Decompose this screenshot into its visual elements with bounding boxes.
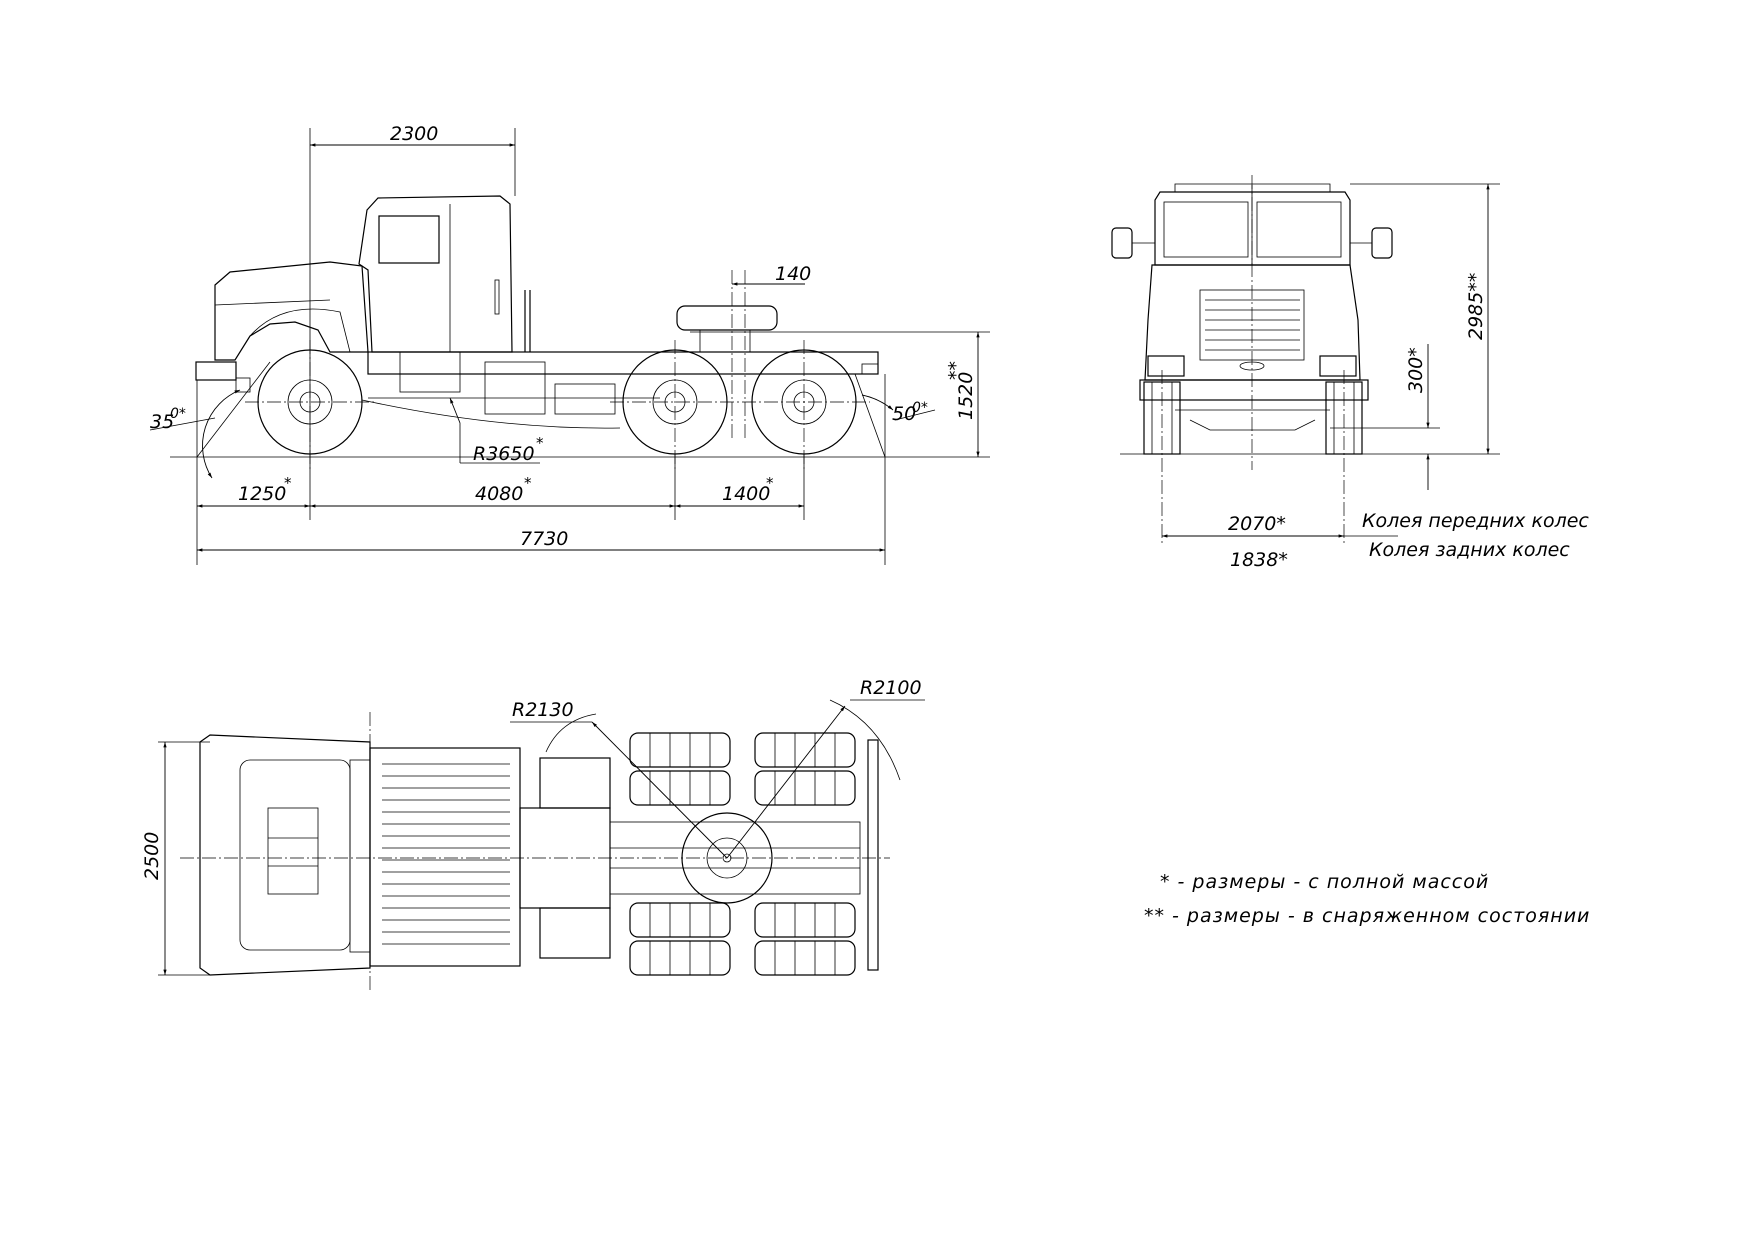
dim-wheelbase: 4080	[475, 483, 523, 505]
note-full-mass: * - размеры - с полной массой	[1160, 871, 1489, 893]
dim-ramp-radius-mark: *	[536, 434, 544, 452]
dim-approach-angle: 35	[150, 411, 174, 433]
front-view: 2985** 300* 2070* 1838* Колея передних к…	[1111, 175, 1589, 571]
tire	[629, 902, 731, 938]
legend: * - размеры - с полной массой ** - разме…	[1144, 871, 1590, 927]
dim-tandem-spacing-mark: *	[766, 474, 774, 492]
tire	[629, 732, 731, 768]
dim-fifth-wheel-height-mark: **	[945, 361, 967, 380]
note-curb: ** - размеры - в снаряженном состоянии	[1144, 905, 1590, 927]
tandem-wheels	[629, 732, 856, 976]
dim-overall-length: 7730	[520, 528, 568, 550]
top-view: 2500 R2130 R2100	[141, 677, 925, 990]
dim-front-overhang: 1250	[238, 483, 286, 505]
dim-fifth-wheel-offset: 140	[775, 263, 811, 285]
dim-overall-height: 2985**	[1465, 273, 1487, 340]
dim-fifth-wheel-height: 1520	[955, 372, 977, 420]
tire	[629, 770, 731, 806]
label-front-track: Колея передних колес	[1362, 510, 1589, 532]
tire	[629, 940, 731, 976]
dim-rear-track: 1838*	[1230, 549, 1288, 571]
dim-tandem-spacing: 1400	[722, 483, 770, 505]
tire	[754, 770, 856, 806]
side-view: 2300 140 1520 ** 35 0* 50 0* R3650 * 125…	[149, 123, 990, 565]
tire	[754, 940, 856, 976]
tire	[754, 732, 856, 768]
roof-ribs	[382, 763, 510, 945]
dim-front-track: 2070*	[1228, 513, 1286, 535]
dim-ground-clearance: 300*	[1405, 347, 1427, 393]
dim-departure-angle: 50	[892, 403, 916, 425]
label-rear-track: Колея задних колес	[1369, 539, 1570, 561]
tire	[754, 902, 856, 938]
dim-ramp-radius: R3650	[473, 443, 535, 465]
dim-wheelbase-mark: *	[524, 474, 532, 492]
dim-approach-angle-mark: 0*	[170, 406, 186, 422]
dim-overall-width: 2500	[141, 832, 163, 880]
dim-departure-angle-mark: 0*	[912, 400, 928, 416]
dim-cab-length: 2300	[390, 123, 438, 145]
dim-front-overhang-mark: *	[284, 474, 292, 492]
dim-turn-radius-front: R2130	[512, 699, 574, 721]
dim-turn-radius-rear: R2100	[860, 677, 922, 699]
